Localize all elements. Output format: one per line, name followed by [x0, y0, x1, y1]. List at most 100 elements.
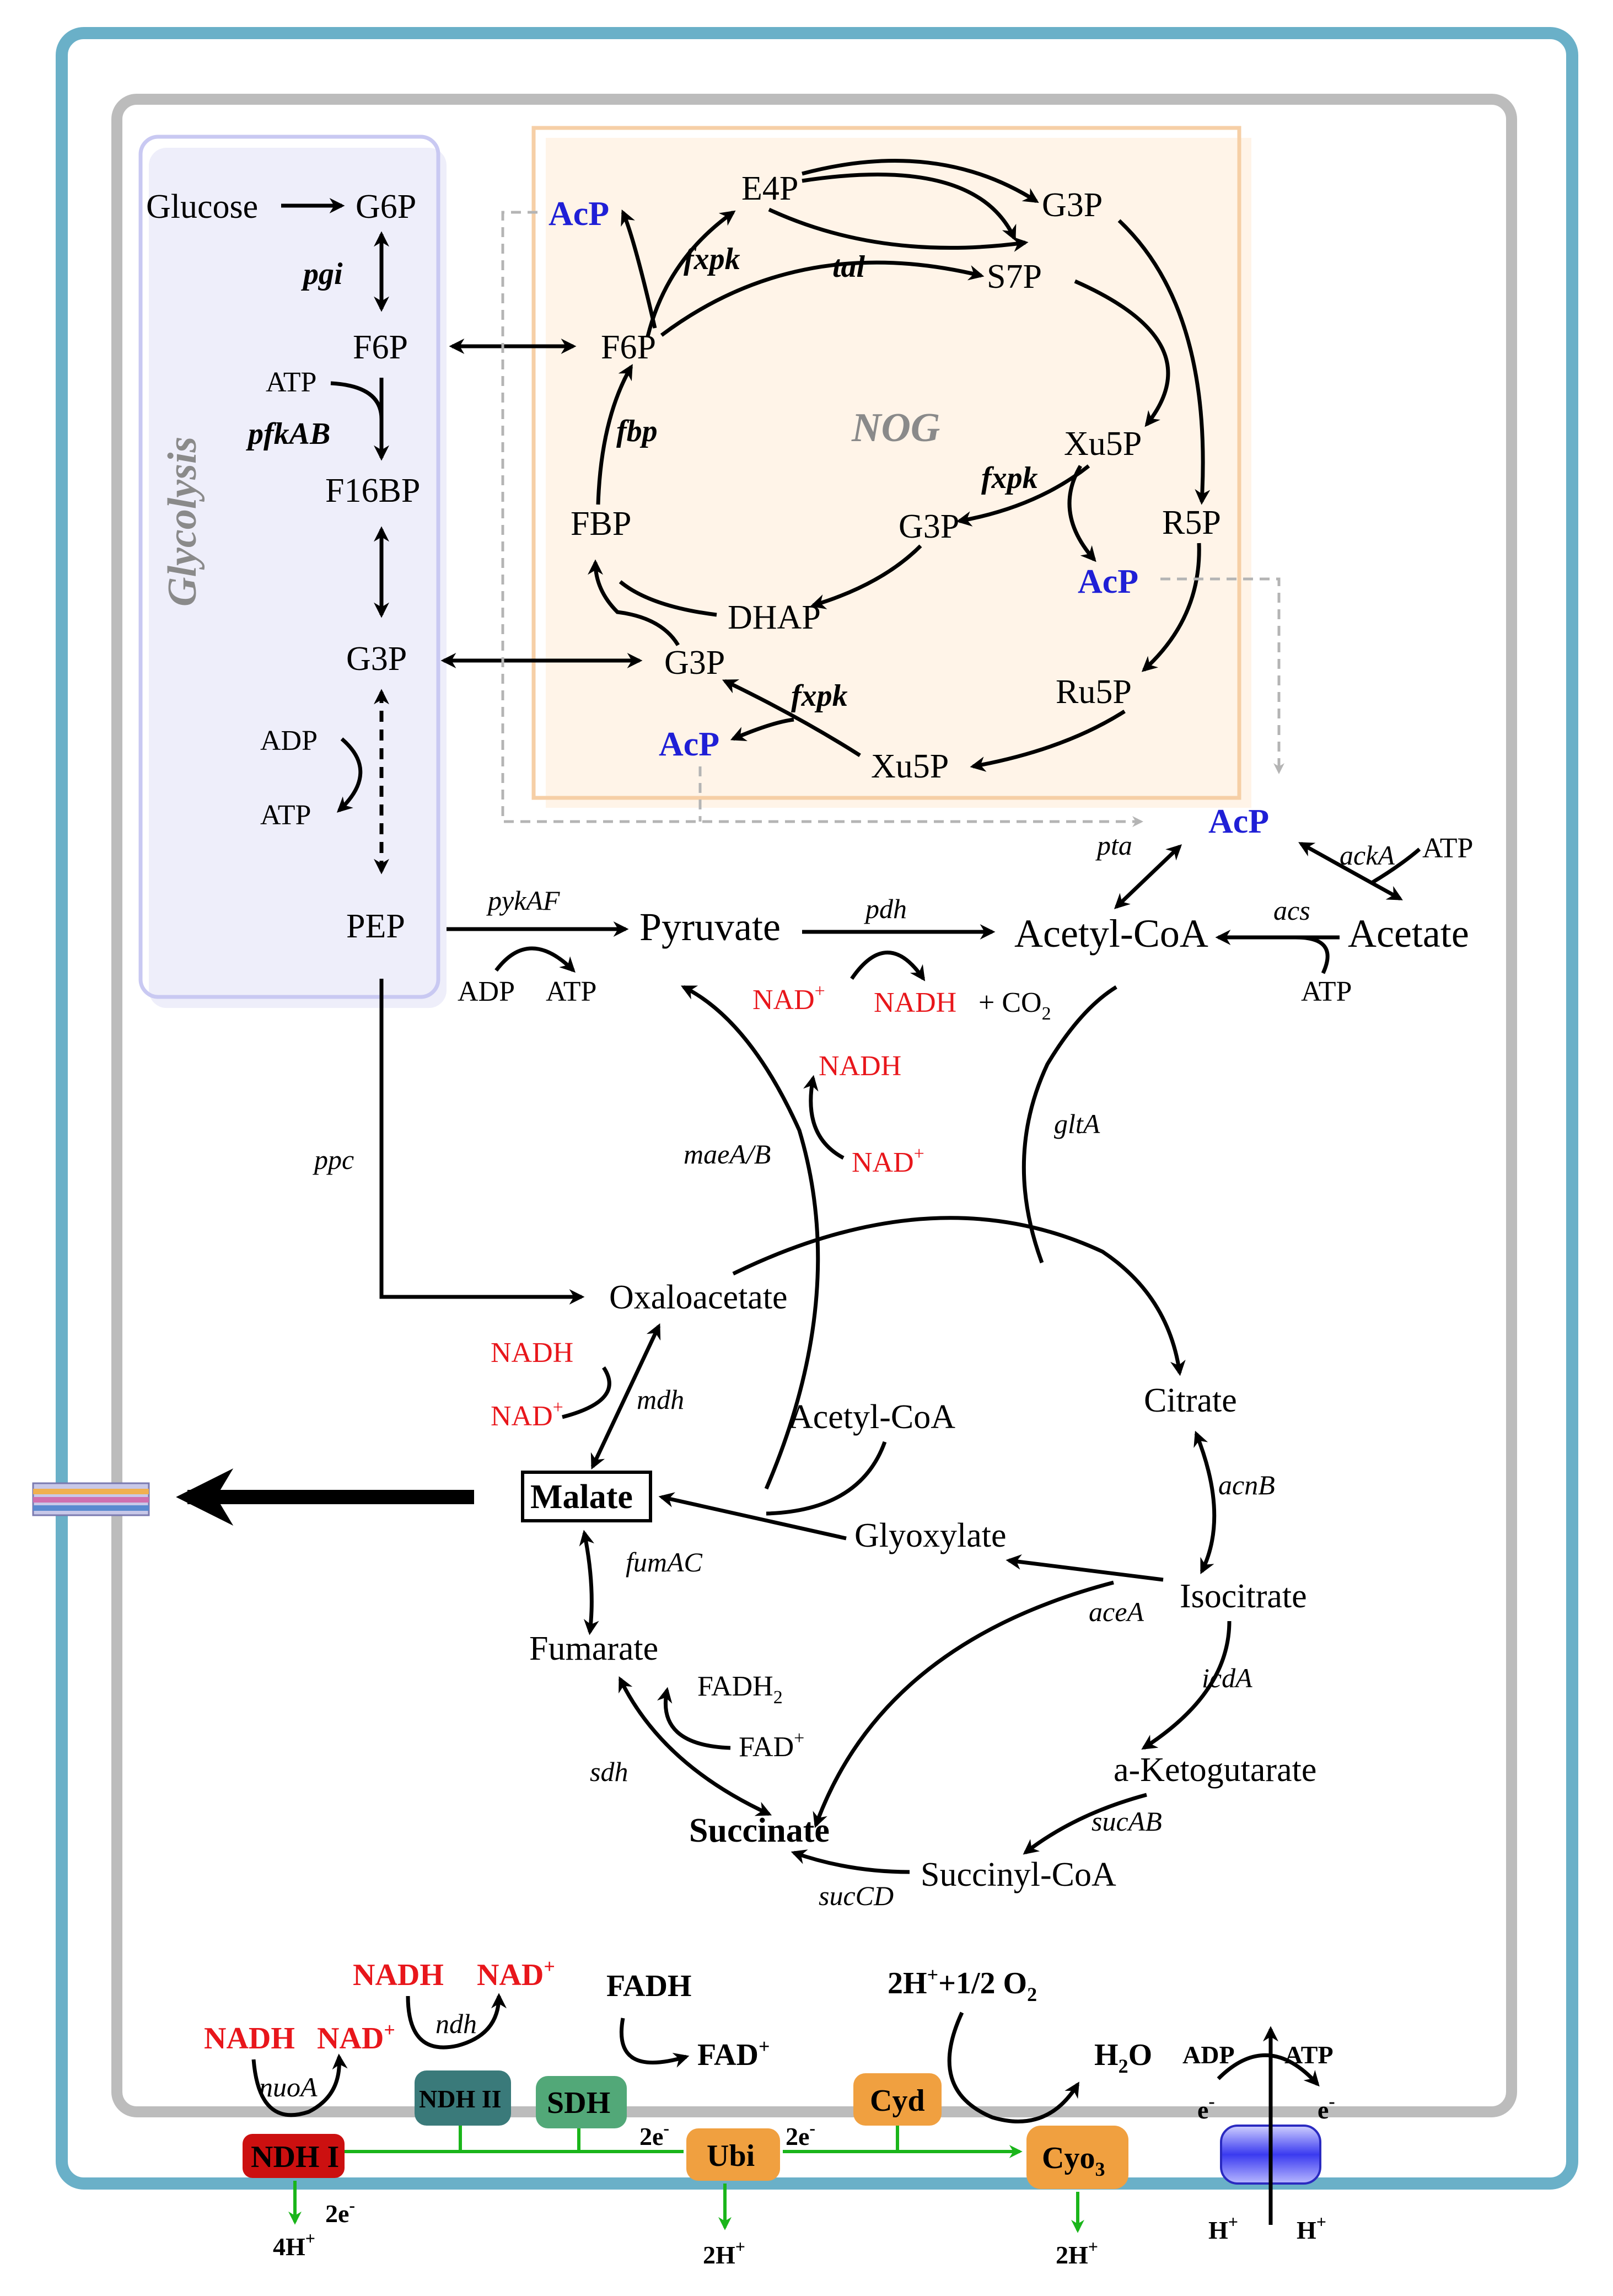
- fadh2: FADH2: [697, 1671, 783, 1708]
- nad-etc-1: NAD+: [317, 2019, 395, 2056]
- nadh-mdh: NADH: [491, 1337, 573, 1369]
- arrow-succinate-fumarate: [618, 1676, 772, 1816]
- fumac-enzyme: fumAC: [626, 1547, 703, 1578]
- adp-etc: ADP: [1182, 2041, 1235, 2069]
- nuoa-curve: [251, 2053, 348, 2117]
- ubi-label: Ubi: [707, 2139, 755, 2173]
- acka-atp-curve: [1372, 847, 1421, 884]
- acetyl-coa: Acetyl-CoA: [1014, 911, 1208, 956]
- adp-glyco: ADP: [260, 725, 318, 757]
- pykaf-enzyme: pykAF: [486, 885, 560, 916]
- fxpk-bot: fxpk: [791, 679, 848, 713]
- arrow-f6p-acp: [621, 209, 657, 329]
- sdh-enzyme: sdh: [590, 1756, 628, 1787]
- glucose: Glucose: [146, 188, 258, 226]
- cyd-label: Cyd: [870, 2084, 925, 2118]
- acp-link-mid: [1160, 577, 1284, 774]
- atp-pfk: ATP: [266, 367, 316, 398]
- akg: a-Ketogutarate: [1114, 1751, 1316, 1789]
- h2-out-a: 2H+: [703, 2236, 745, 2269]
- cyo3-complex: Cyo3: [1026, 2126, 1128, 2189]
- glycolysis-label: Glycolysis: [160, 437, 205, 607]
- mae-curve: [803, 1075, 845, 1160]
- o2-h2o-curve: [947, 2011, 1079, 2123]
- isocitrate: Isocitrate: [1180, 1578, 1307, 1615]
- glyoxylate: Glyoxylate: [854, 1517, 1007, 1554]
- fad: FAD+: [739, 1728, 804, 1763]
- arrow-ru5p-xu5p: [970, 710, 1126, 772]
- atp-synthase-icon: [1220, 2026, 1321, 2225]
- arrow-malate-pyruvate: [680, 985, 820, 1490]
- h4-out: 4H+: [273, 2228, 315, 2261]
- sucab-enzyme: sucAB: [1092, 1806, 1162, 1837]
- acka-enzyme: ackA: [1340, 840, 1395, 871]
- f16bp: F16BP: [325, 472, 420, 509]
- atp-acka: ATP: [1422, 833, 1473, 864]
- hp-left: H+: [1208, 2212, 1238, 2244]
- nad-etc-2: NAD+: [477, 1955, 555, 1992]
- arrow-fbp-f6p: [596, 364, 633, 505]
- pdh-curve: [850, 951, 926, 981]
- e-right: e-: [1318, 2091, 1335, 2124]
- arrow-f6p-s7p: [660, 260, 985, 337]
- ndh-enzyme: ndh: [435, 2008, 477, 2039]
- nad-mae: NAD+: [852, 1144, 924, 1178]
- xu5p-bot: Xu5P: [871, 748, 949, 785]
- arrow-oaa-malate: [590, 1323, 661, 1470]
- arrow-dhap-fbp: [619, 580, 717, 617]
- acp-top: AcP: [549, 195, 609, 233]
- nog-box: [531, 126, 1241, 800]
- adp-atp-curve: [336, 737, 363, 813]
- acp-central: AcP: [1208, 803, 1269, 840]
- acnb-enzyme: acnB: [1218, 1469, 1275, 1500]
- co2: + CO2: [978, 987, 1051, 1024]
- arrow-acetylcoa-citrate: [1021, 985, 1117, 1264]
- malate-box: [521, 1471, 652, 1522]
- adp-pyk: ADP: [458, 976, 515, 1007]
- nuoa-enzyme: nuoA: [259, 2072, 318, 2102]
- arrow-e4p-g3p: [802, 159, 1039, 203]
- g3p-mid: G3P: [899, 508, 959, 545]
- acetyl-coa-2: Acetyl-CoA: [788, 1398, 955, 1436]
- succinate: Succinate: [689, 1812, 830, 1849]
- g3p-bot: G3P: [664, 644, 725, 682]
- e4p: E4P: [741, 170, 798, 207]
- e2-a: 2e-: [639, 2118, 669, 2150]
- pyruvate: Pyruvate: [639, 905, 781, 949]
- arrow-g3pbot-fbp: [588, 559, 680, 646]
- succinyl-coa: Succinyl-CoA: [921, 1856, 1116, 1893]
- e-left: e-: [1197, 2091, 1215, 2124]
- acea-enzyme: aceA: [1089, 1596, 1144, 1627]
- mdh-enzyme: mdh: [637, 1384, 684, 1415]
- g3p-glyco: G3P: [346, 640, 407, 678]
- arrow-isocitrate-akg: [1141, 1621, 1232, 1750]
- malate: Malate: [530, 1478, 633, 1516]
- h2o-label: H2O: [1094, 2038, 1152, 2077]
- pyk-curve: [494, 946, 576, 973]
- acs-enzyme: acs: [1273, 895, 1310, 926]
- fbp: FBP: [571, 505, 631, 543]
- arrow-acp-acetate: [1298, 841, 1403, 901]
- nadh-etc-1: NADH: [204, 2021, 295, 2056]
- xu5p-top: Xu5P: [1064, 425, 1142, 463]
- g6p: G6P: [356, 188, 416, 226]
- sdh-label: SDH: [547, 2086, 610, 2120]
- inner-membrane: [111, 94, 1517, 2117]
- pep: PEP: [346, 908, 405, 945]
- oxaloacetate: Oxaloacetate: [609, 1279, 788, 1316]
- atp-acs: ATP: [1301, 976, 1352, 1007]
- e2-b: 2e-: [786, 2118, 815, 2150]
- g3p-top: G3P: [1042, 186, 1103, 224]
- glta-enzyme: gltA: [1054, 1108, 1100, 1139]
- pdh-enzyme: pdh: [864, 893, 907, 924]
- arrow-glyoxylate-malate: [658, 1492, 847, 1541]
- mdh-curve: [562, 1366, 611, 1419]
- arrow-akg-succinylcoa: [1023, 1793, 1147, 1855]
- nad-mdh: NAD+: [491, 1397, 563, 1432]
- o2-label: 2H++1/2 O2: [888, 1964, 1037, 2005]
- arrow-tal: [768, 207, 1029, 252]
- nog-label: NOG: [851, 405, 940, 450]
- arrow-xu5p-acpbot: [730, 717, 794, 742]
- arrow-malate-fumarate: [579, 1530, 599, 1635]
